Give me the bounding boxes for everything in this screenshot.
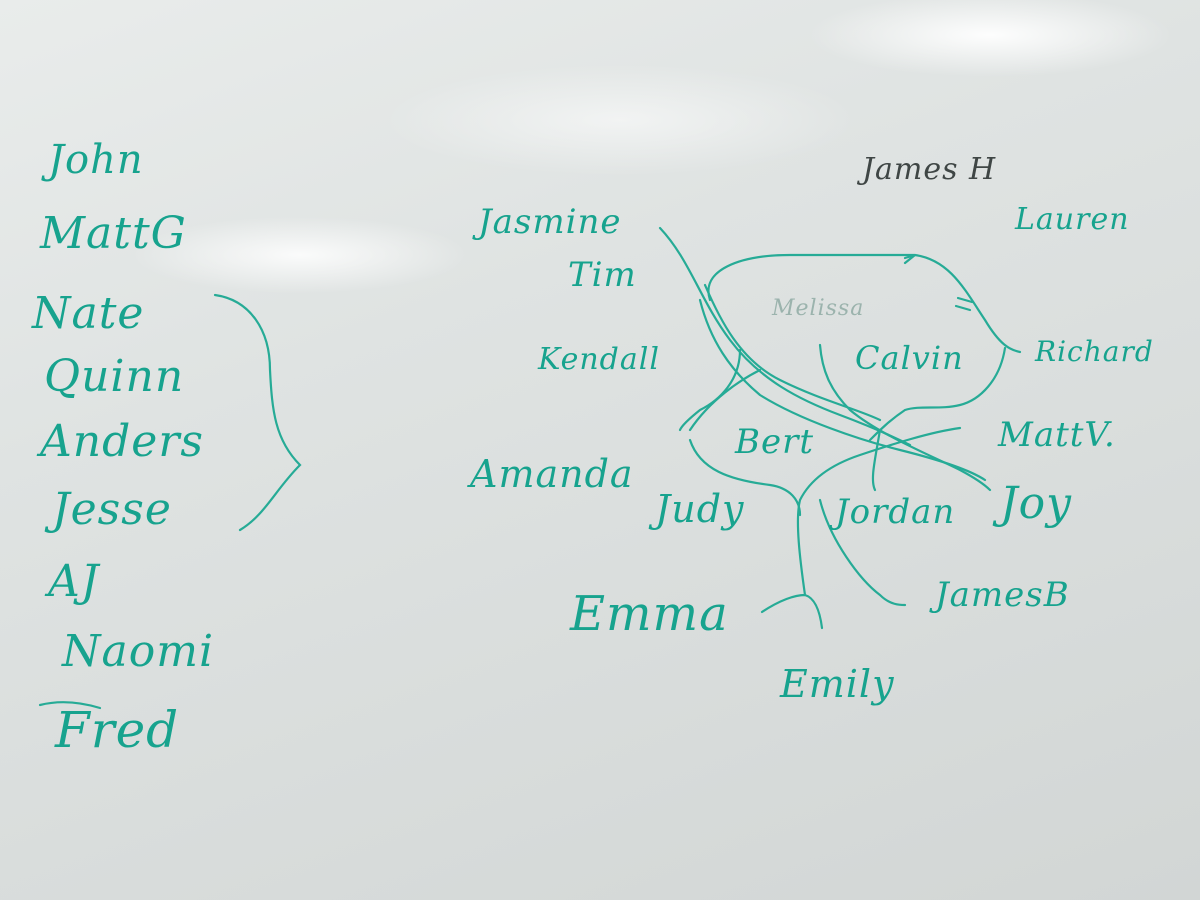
list-name-anders: Anders — [40, 416, 204, 467]
net-name-jordan: Jordan — [835, 492, 956, 532]
net-name-kendall: Kendall — [538, 342, 660, 377]
line-loop-lower — [868, 346, 1007, 442]
line-emma — [760, 593, 824, 630]
net-name-joy: Joy — [1000, 478, 1072, 529]
net-name-richard: Richard — [1035, 335, 1154, 368]
net-name-jasmine: Jasmine — [478, 202, 622, 242]
list-name-nate: Nate — [32, 288, 145, 339]
line-loop — [707, 253, 1022, 354]
list-name-jesse: Jesse — [52, 484, 172, 535]
net-name-emma: Emma — [570, 586, 729, 642]
brace-stroke — [213, 293, 302, 532]
net-name-amanda: Amanda — [470, 452, 634, 496]
list-name-fred: Fred — [55, 701, 180, 759]
line-arrow — [903, 253, 916, 265]
line-jordan — [871, 428, 882, 492]
line-amanda — [688, 368, 762, 432]
net-name-bert: Bert — [735, 422, 815, 462]
list-name-aj: AJ — [48, 556, 100, 607]
line-jamesb — [818, 498, 907, 607]
list-name-mattg: MattG — [40, 208, 187, 259]
net-name-calvin: Calvin — [855, 339, 964, 377]
line-tick — [954, 296, 974, 312]
line-kendall — [678, 348, 742, 432]
list-name-quinn: Quinn — [44, 351, 185, 402]
net-name-melissa: Melissa — [772, 296, 865, 321]
net-name-judy: Judy — [655, 487, 745, 531]
net-name-lauren: Lauren — [1015, 202, 1130, 237]
net-name-james-h: James H — [862, 152, 997, 187]
line-fred-mark — [38, 701, 102, 710]
line-judy — [688, 438, 802, 517]
line-tim — [703, 283, 882, 422]
net-name-matt-v: MattV. — [998, 415, 1116, 455]
list-name-naomi: Naomi — [62, 626, 215, 677]
list-name-john: John — [48, 137, 144, 183]
net-name-emily: Emily — [780, 662, 895, 706]
net-name-tim: Tim — [568, 255, 637, 295]
line-mattv — [796, 426, 962, 597]
net-name-james-b: JamesB — [935, 575, 1070, 615]
